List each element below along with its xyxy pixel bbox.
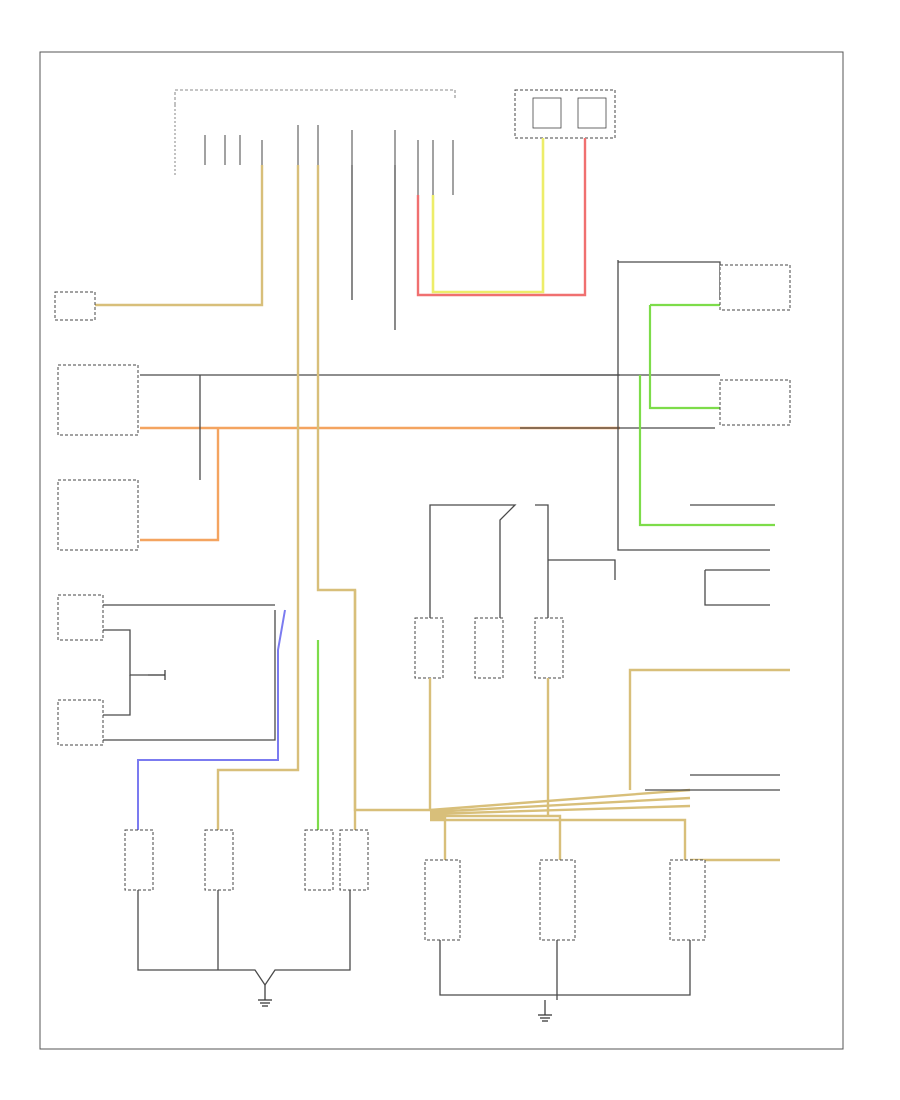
wire-tan-top-left bbox=[95, 165, 264, 307]
ground-symbol-right bbox=[538, 1000, 552, 1022]
ground-stub-left-center bbox=[148, 670, 166, 680]
wire-gray-left-c bbox=[103, 675, 131, 716]
wire-orange-down bbox=[140, 428, 220, 542]
switch-assembly-upper-left bbox=[57, 364, 139, 436]
wire-tan-bundle-2 bbox=[316, 165, 357, 640]
wire-gray-right-frame bbox=[617, 260, 770, 551]
wire-tan-right-branch bbox=[628, 668, 790, 790]
component-left-b bbox=[57, 699, 104, 746]
relay-center-3 bbox=[534, 617, 564, 679]
wire-blue bbox=[137, 609, 286, 830]
component-lower-right-1 bbox=[424, 859, 461, 941]
ground-symbol-left bbox=[258, 985, 272, 1007]
component-lower-left-3 bbox=[304, 829, 334, 891]
wire-gray-right-top bbox=[618, 261, 721, 300]
wire-gray-center-top bbox=[429, 504, 517, 618]
wire-gray-right-mid bbox=[704, 569, 770, 606]
connector-ticks bbox=[204, 125, 454, 195]
switch-top-left bbox=[54, 291, 96, 321]
switch-assembly-lower-left bbox=[57, 479, 139, 551]
component-lower-left-4 bbox=[339, 829, 369, 891]
wire-red bbox=[416, 138, 587, 297]
wire-gray-left-d bbox=[103, 610, 276, 741]
wire-tan-center-up bbox=[428, 678, 550, 816]
relay-2 bbox=[577, 97, 607, 129]
wire-gray-ground-left bbox=[137, 890, 351, 987]
top-connector-bracket bbox=[174, 89, 456, 105]
wire-tan-lower-1 bbox=[216, 640, 300, 830]
wire-yellow bbox=[431, 138, 545, 294]
component-lower-right-2 bbox=[539, 859, 576, 941]
component-lower-left-1 bbox=[124, 829, 154, 891]
switch-right-top bbox=[719, 264, 791, 311]
component-left-a bbox=[57, 594, 104, 641]
wire-gray-center-right bbox=[535, 504, 549, 618]
relay-1 bbox=[532, 97, 562, 129]
wire-tan-fanout bbox=[353, 590, 691, 860]
wire-green-right bbox=[638, 303, 775, 527]
component-lower-left-2 bbox=[204, 829, 234, 891]
wire-gray-center-branch bbox=[548, 559, 616, 580]
diagram-frame bbox=[39, 51, 844, 1050]
relay-center-2 bbox=[474, 617, 504, 679]
component-lower-right-3 bbox=[669, 859, 706, 941]
wire-gray-left-b bbox=[103, 629, 148, 676]
switch-right-mid bbox=[719, 379, 791, 426]
wire-gray-ground-right bbox=[439, 940, 691, 1000]
wire-gray-right-low bbox=[645, 774, 780, 791]
relay-center-1 bbox=[414, 617, 444, 679]
